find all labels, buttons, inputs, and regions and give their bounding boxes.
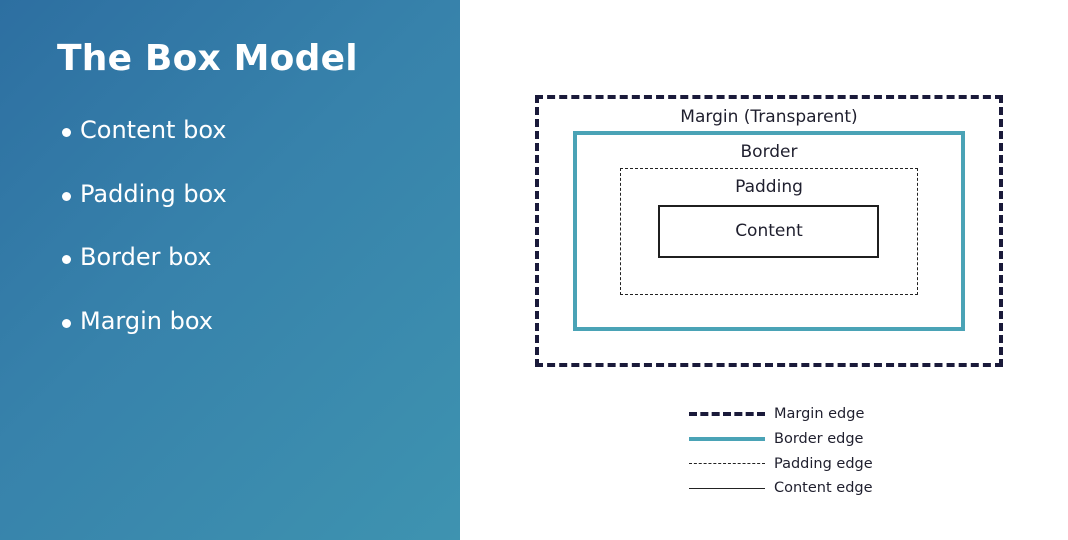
legend-label: Margin edge — [774, 406, 865, 423]
content-box — [658, 205, 879, 258]
bullet-text: Content box — [80, 116, 227, 144]
margin-label: Margin (Transparent) — [680, 107, 858, 127]
bullet-item: Border box — [62, 243, 227, 307]
legend: Margin edge Border edge Padding edge Con… — [689, 402, 873, 501]
content-label: Content — [735, 221, 803, 241]
bullet-text: Padding box — [80, 179, 227, 208]
border-box — [573, 131, 965, 331]
bullet-item: Padding box — [62, 180, 227, 244]
left-panel: The Box Model Content box Padding box Bo… — [0, 0, 460, 540]
legend-label: Padding edge — [774, 455, 873, 472]
bullet-dot-icon — [62, 318, 71, 328]
margin-box — [535, 95, 1003, 367]
border-label: Border — [740, 142, 798, 162]
bullet-list: Content box Padding box Border box Margi… — [62, 116, 227, 370]
content-edge-line-icon — [689, 487, 765, 489]
bullet-text: Border box — [80, 243, 212, 271]
padding-box — [620, 168, 918, 295]
padding-label: Padding — [735, 177, 803, 197]
border-edge-line-icon — [689, 437, 765, 442]
bullet-dot-icon — [62, 191, 71, 201]
bullet-dot-icon — [62, 255, 71, 264]
bullet-item: Content box — [62, 116, 227, 180]
legend-label: Border edge — [774, 431, 864, 448]
legend-item-border-edge: Border edge — [689, 427, 873, 452]
padding-edge-line-icon — [689, 463, 765, 465]
slide-title: The Box Model — [57, 38, 358, 79]
diagram-panel: Margin (Transparent) Border Padding Cont… — [460, 0, 1068, 540]
bullet-text: Margin box — [80, 306, 213, 335]
legend-label: Content edge — [774, 480, 873, 497]
legend-item-margin-edge: Margin edge — [689, 402, 873, 427]
legend-item-padding-edge: Padding edge — [689, 451, 873, 476]
margin-edge-line-icon — [689, 412, 765, 417]
bullet-item: Margin box — [62, 307, 227, 371]
legend-item-content-edge: Content edge — [689, 476, 873, 501]
bullet-dot-icon — [62, 128, 71, 137]
